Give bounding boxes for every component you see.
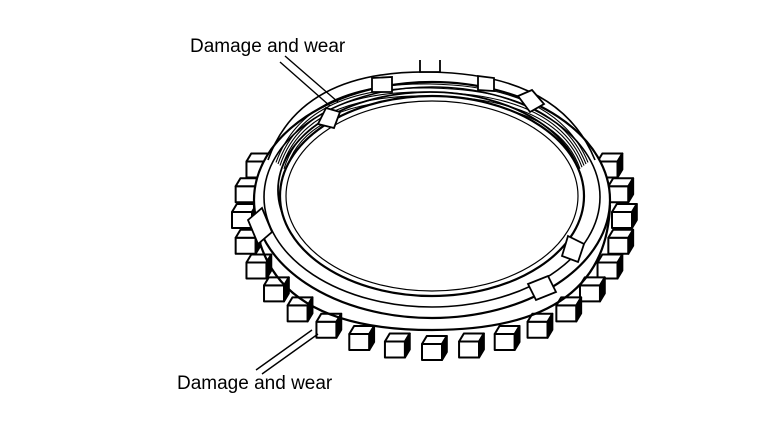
lug-left bbox=[316, 106, 342, 130]
leader-top-2 bbox=[279, 61, 331, 107]
cone-groove bbox=[275, 83, 589, 163]
ring-tooth bbox=[596, 253, 624, 280]
lug-top-right bbox=[477, 74, 495, 92]
callout-bottom-label: Damage and wear bbox=[177, 373, 333, 394]
lug-right bbox=[516, 88, 546, 114]
lug-lower-left bbox=[246, 206, 274, 246]
ring-tooth bbox=[458, 332, 485, 359]
lug-bottom-right bbox=[526, 274, 558, 302]
callout-top-label: Damage and wear bbox=[190, 36, 346, 57]
ring-tooth bbox=[607, 177, 635, 204]
leader-top-1 bbox=[284, 55, 339, 103]
cone-groove bbox=[277, 87, 587, 165]
ring-tooth bbox=[526, 312, 554, 339]
notch-top bbox=[419, 60, 441, 73]
rim-thickness-edge bbox=[252, 204, 612, 332]
ring-tooth bbox=[611, 203, 638, 229]
ring-tooth bbox=[348, 324, 376, 351]
ring-tooth bbox=[245, 253, 273, 280]
ring-tooth bbox=[421, 335, 448, 361]
inner-bore-lip bbox=[285, 100, 579, 292]
lug-lower-right bbox=[560, 234, 586, 264]
ring-tooth bbox=[607, 228, 635, 255]
leader-bottom-2 bbox=[255, 329, 313, 371]
callout-leaders bbox=[255, 55, 339, 375]
ring-tooth bbox=[493, 324, 521, 351]
ring-tooth bbox=[286, 296, 314, 323]
cone-groove bbox=[279, 91, 585, 166]
ring-tooth bbox=[263, 276, 290, 303]
ring-tooth bbox=[383, 332, 411, 359]
ring-lugs bbox=[246, 60, 586, 302]
inner-bore bbox=[278, 94, 586, 298]
leader-bottom-1 bbox=[261, 333, 319, 375]
outer-rim-step bbox=[263, 86, 601, 308]
ring-tooth bbox=[555, 296, 583, 323]
ring-tooth bbox=[578, 276, 606, 303]
cone-surface bbox=[267, 71, 596, 298]
lug-top-left bbox=[371, 76, 393, 93]
